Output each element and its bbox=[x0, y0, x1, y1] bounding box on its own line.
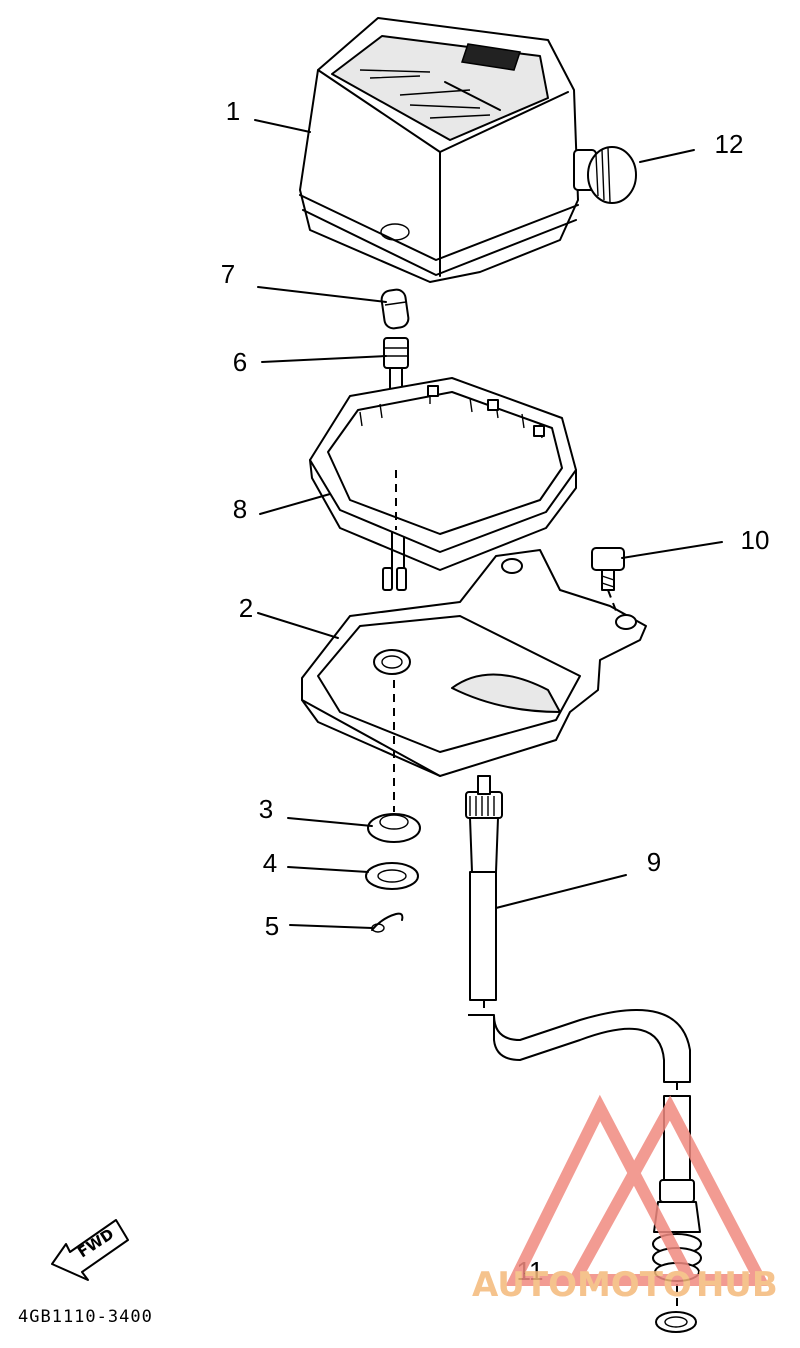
callout-5: 5 bbox=[265, 911, 279, 941]
forward-direction-arrow: FWD bbox=[51, 1219, 129, 1281]
leader-lines bbox=[254, 119, 723, 929]
callout-8: 8 bbox=[233, 494, 247, 524]
callout-9: 9 bbox=[647, 847, 661, 877]
callout-10: 10 bbox=[741, 525, 770, 555]
meter-cushion bbox=[309, 377, 577, 571]
callout-3: 3 bbox=[259, 794, 273, 824]
callout-1: 1 bbox=[226, 96, 240, 126]
clip bbox=[371, 912, 404, 933]
bolt bbox=[591, 547, 625, 591]
callout-7: 7 bbox=[221, 259, 235, 289]
diagram-part-code: 4GB1110-3400 bbox=[18, 1307, 153, 1327]
speedometer-cable bbox=[465, 775, 702, 1282]
callout-2: 2 bbox=[239, 593, 253, 623]
washer bbox=[365, 862, 419, 890]
callout-4: 4 bbox=[263, 848, 277, 878]
callout-6: 6 bbox=[233, 347, 247, 377]
assembly-lines bbox=[393, 470, 678, 1312]
o-ring bbox=[655, 1311, 697, 1333]
grommet bbox=[367, 813, 421, 843]
watermark-logo bbox=[505, 1094, 770, 1286]
bulb bbox=[380, 288, 410, 330]
callout-12: 12 bbox=[715, 129, 744, 159]
meter-housing bbox=[299, 17, 579, 283]
trip-reset-knob bbox=[573, 146, 637, 204]
meter-bracket bbox=[301, 549, 647, 777]
